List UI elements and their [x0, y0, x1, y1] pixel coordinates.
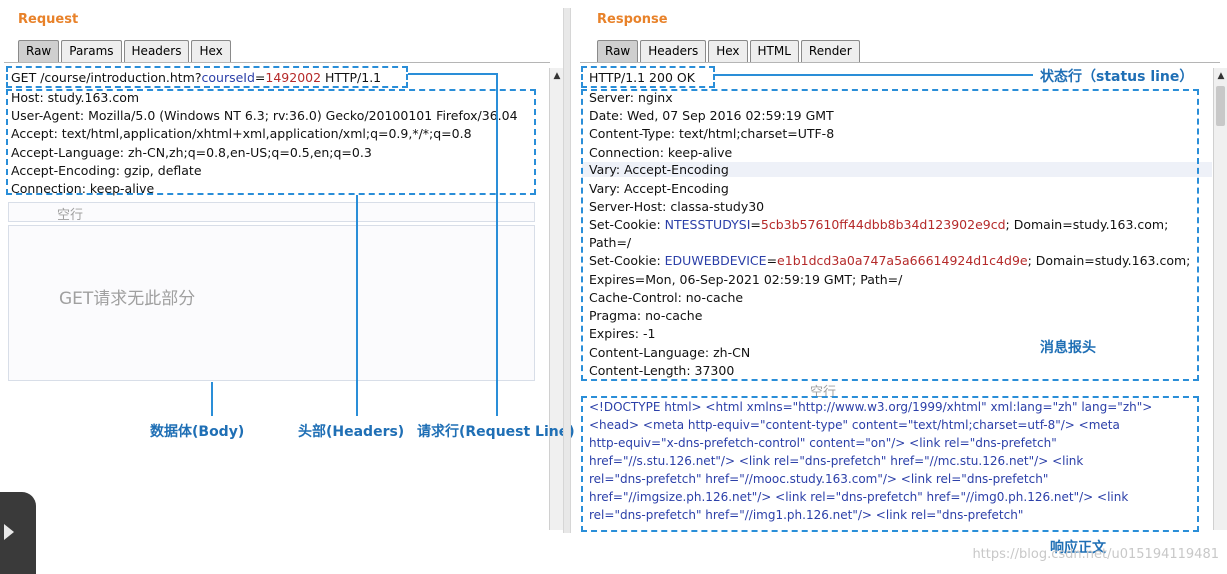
response-tabs: Raw Headers Hex HTML Render — [597, 40, 860, 62]
response-header-line: Content-Language: zh-CN — [589, 345, 751, 360]
set-cookie-line: Set-Cookie: NTESSTUDYSI=5cb3b57610ff44db… — [589, 217, 1168, 232]
cookie-eq: = — [766, 253, 778, 268]
response-tab-hex[interactable]: Hex — [708, 40, 748, 62]
request-header-line: Connection: keep-alive — [11, 181, 155, 196]
status-line-annotation: 状态行（status line） — [1040, 69, 1194, 85]
pane-divider[interactable] — [563, 8, 571, 533]
request-line-path: GET /course/introduction.htm? — [11, 70, 202, 85]
request-header-line: Accept: text/html,application/xhtml+xml,… — [11, 126, 472, 141]
cookie-domain: ; Domain=study.163.com; — [1005, 217, 1169, 232]
response-body-line: <!DOCTYPE html> <html xmlns="http://www.… — [589, 400, 1153, 414]
request-body-placeholder: GET请求无此部分 — [8, 225, 535, 381]
request-line-highlight — [6, 66, 408, 88]
response-headers-highlight — [581, 89, 1199, 381]
response-header-line: Expires: -1 — [589, 326, 656, 341]
response-body-line: http-equiv="x-dns-prefetch-control" cont… — [589, 436, 1057, 450]
response-header-line: Connection: keep-alive — [589, 145, 733, 160]
scroll-up-icon[interactable]: ▲ — [1217, 71, 1225, 81]
request-tab-headers[interactable]: Headers — [123, 40, 190, 62]
request-param-name: courseId — [201, 70, 255, 85]
response-body-line: rel="dns-prefetch" href="//mooc.study.16… — [589, 472, 1049, 486]
request-header-line: Host: study.163.com — [11, 90, 140, 105]
request-tabs: Raw Params Headers Hex — [18, 40, 231, 62]
request-line-connector — [496, 73, 498, 416]
headers-connector — [356, 195, 358, 416]
response-tab-raw[interactable]: Raw — [597, 40, 639, 62]
request-tab-params[interactable]: Params — [61, 40, 122, 62]
response-header-line: Path=/ — [589, 235, 632, 250]
request-title: Request — [18, 12, 79, 27]
response-body-line: href="//imgsize.ph.126.net"/> <link rel=… — [589, 490, 1129, 504]
response-title: Response — [597, 12, 668, 27]
body-annotation: 数据体(Body) — [150, 424, 245, 440]
response-body-line: rel="dns-prefetch" href="//img1.ph.126.n… — [589, 508, 1024, 522]
response-body-highlight — [581, 396, 1199, 532]
set-cookie-line: Set-Cookie: EDUWEBDEVICE=e1b1dcd3a0a747a… — [589, 253, 1190, 268]
response-scrollbar[interactable]: ▲ — [1213, 68, 1227, 530]
no-body-label: GET请求无此部分 — [59, 289, 196, 309]
watermark: https://blog.csdn.net/u015194119481 — [972, 547, 1219, 562]
request-line: GET /course/introduction.htm?courseId=14… — [11, 70, 381, 85]
request-header-line: Accept-Language: zh-CN,zh;q=0.8,en-US;q=… — [11, 145, 372, 160]
scroll-thumb[interactable] — [1216, 86, 1225, 126]
request-headers-highlight — [6, 89, 536, 195]
body-connector — [211, 382, 213, 416]
response-body-line: href="//s.stu.126.net"/> <link rel="dns-… — [589, 454, 1084, 468]
response-header-line: Date: Wed, 07 Sep 2016 02:59:19 GMT — [589, 108, 834, 123]
status-line-connector — [715, 74, 1033, 76]
request-scrollbar[interactable]: ▲ — [549, 68, 563, 530]
request-header-line: Accept-Encoding: gzip, deflate — [11, 163, 202, 178]
video-overlay[interactable] — [0, 492, 36, 574]
response-header-line: Content-Length: 37300 — [589, 363, 735, 378]
response-body-line: <head> <meta http-equiv="content-type" c… — [589, 418, 1120, 432]
status-line-highlight — [581, 66, 715, 88]
message-headers-annotation: 消息报头 — [1040, 340, 1096, 356]
cookie-domain: ; Domain=study.163.com; — [1027, 253, 1191, 268]
request-line-protocol: HTTP/1.1 — [321, 70, 382, 85]
response-header-line: Vary: Accept-Encoding — [589, 181, 729, 196]
response-header-line: Server-Host: classa-study30 — [589, 199, 765, 214]
request-tab-raw[interactable]: Raw — [18, 40, 60, 62]
response-header-line: Content-Type: text/html;charset=UTF-8 — [589, 126, 835, 141]
request-empty-line: 空行 — [8, 202, 535, 223]
scroll-up-icon[interactable]: ▲ — [553, 71, 561, 81]
response-header-line: Cache-Control: no-cache — [589, 290, 744, 305]
request-line-connector — [408, 73, 498, 75]
cookie-name: EDUWEBDEVICE — [664, 253, 767, 268]
response-tab-html[interactable]: HTML — [749, 40, 799, 62]
cookie-value: e1b1dcd3a0a747a5a66614924d1c4d9e — [777, 253, 1028, 268]
play-icon[interactable] — [4, 524, 14, 540]
request-param-value: 1492002 — [265, 70, 322, 85]
request-tab-hex[interactable]: Hex — [191, 40, 231, 62]
response-header-line: Vary: Accept-Encoding — [582, 162, 1212, 177]
response-body-annotation: 响应正文 — [1050, 540, 1106, 556]
request-param-eq: = — [254, 70, 266, 85]
response-editor[interactable] — [580, 62, 1220, 532]
response-header-line: Pragma: no-cache — [589, 308, 703, 323]
cookie-value: 5cb3b57610ff44dbb8b34d123902e9cd — [760, 217, 1006, 232]
cookie-prefix: Set-Cookie: — [589, 217, 665, 232]
request-line-annotation: 请求行(Request Line) — [417, 424, 575, 440]
headers-annotation: 头部(Headers) — [298, 424, 405, 440]
cookie-eq: = — [750, 217, 761, 232]
response-tab-headers[interactable]: Headers — [640, 40, 707, 62]
response-tab-render[interactable]: Render — [800, 40, 860, 62]
cookie-prefix: Set-Cookie: — [589, 253, 665, 268]
status-line: HTTP/1.1 200 OK — [589, 70, 695, 85]
request-empty-line-label: 空行 — [57, 208, 84, 223]
cookie-name: NTESSTUDYSI — [664, 217, 751, 232]
response-header-line: Server: nginx — [589, 90, 673, 105]
request-header-line: User-Agent: Mozilla/5.0 (Windows NT 6.3;… — [11, 108, 518, 123]
response-header-line: Expires=Mon, 06-Sep-2021 02:59:19 GMT; P… — [589, 272, 903, 287]
